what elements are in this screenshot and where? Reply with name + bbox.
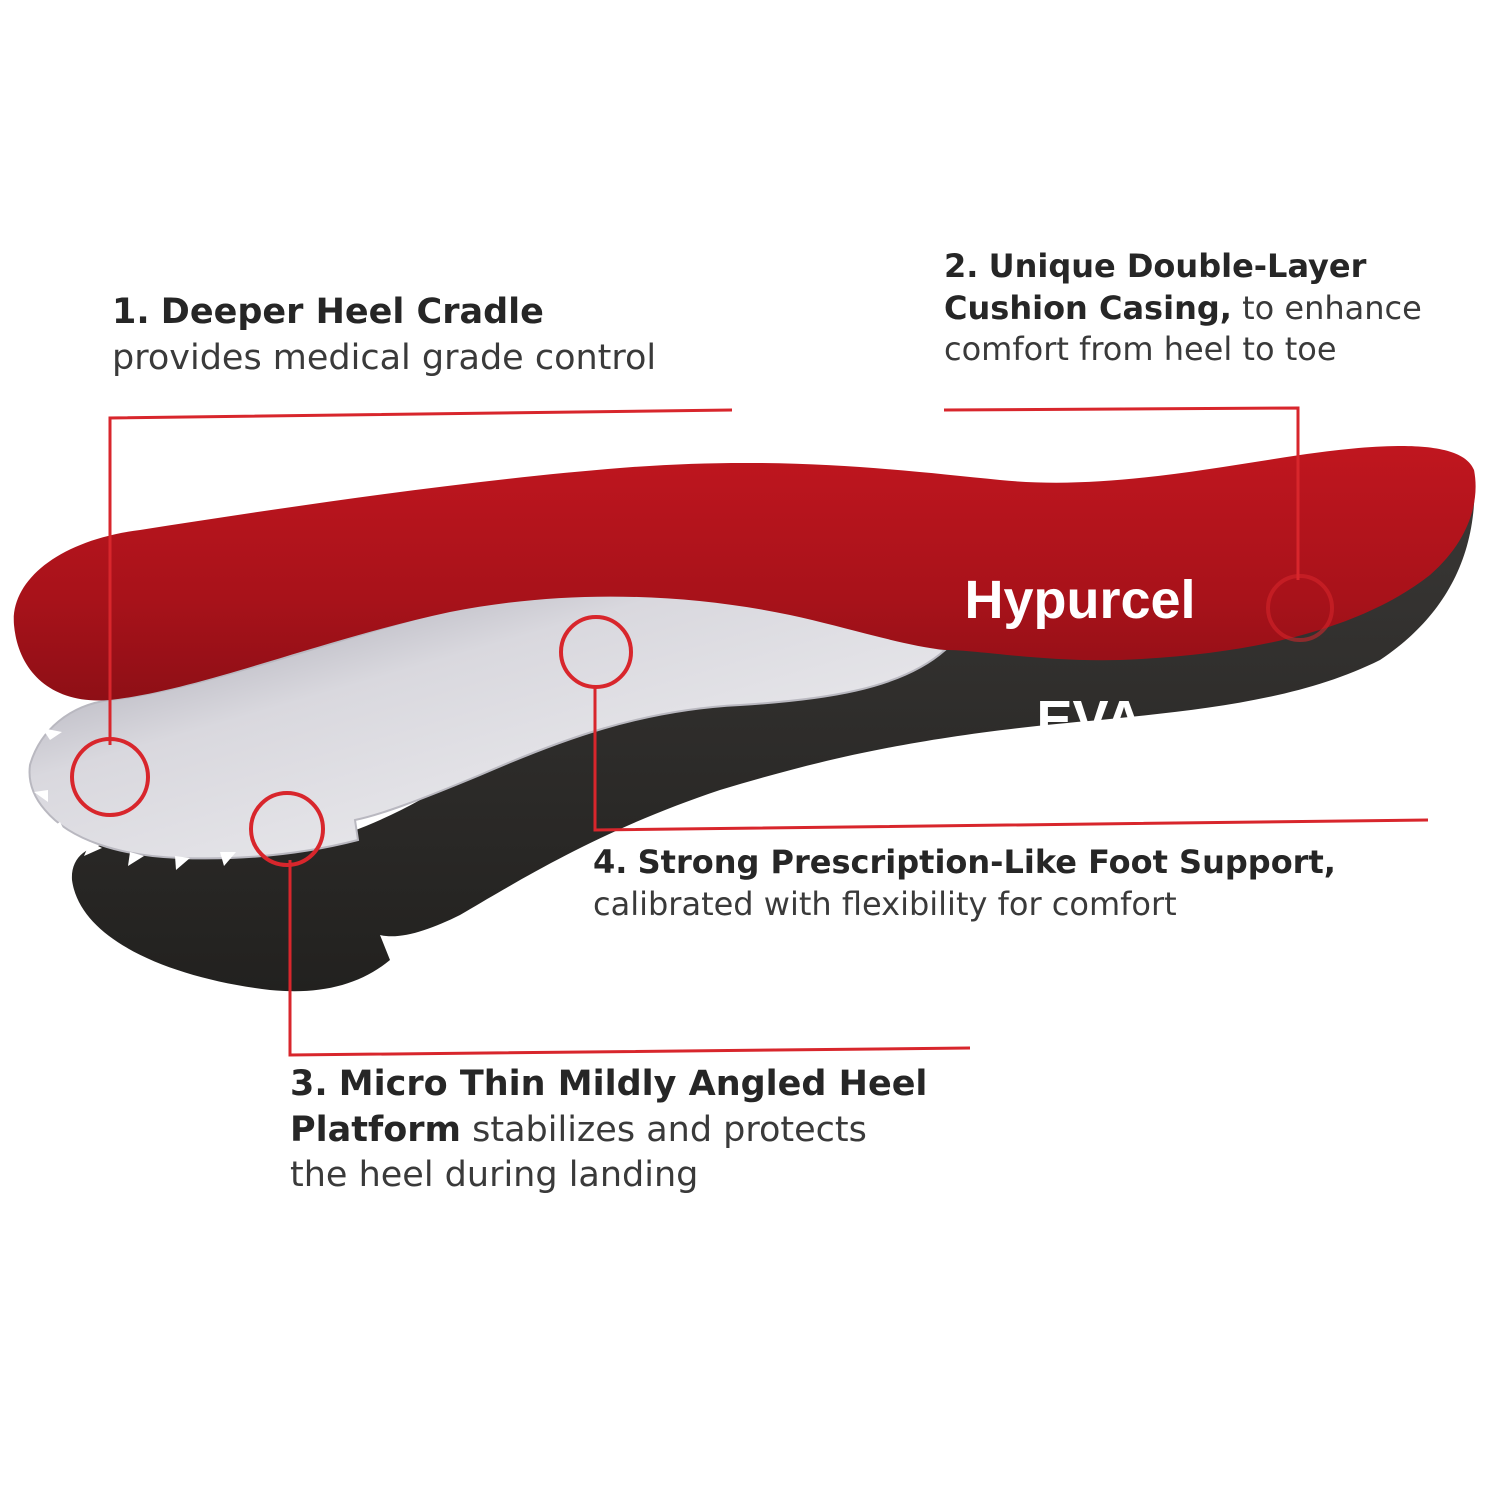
leader-lines bbox=[108, 406, 1429, 1057]
callout-circle-3 bbox=[249, 791, 325, 867]
callout-1-number: 1. bbox=[112, 292, 150, 332]
callout-1-text: provides medical grade control bbox=[112, 337, 657, 378]
callout-3-number: 3. bbox=[290, 1064, 328, 1104]
callout-2-text-line2: to enhance bbox=[1231, 288, 1422, 327]
heel-shell-layer bbox=[28, 593, 948, 860]
callout-3-title-line1: Micro Thin Mildly Angled Heel bbox=[338, 1064, 928, 1104]
leader-line-3 bbox=[288, 860, 971, 1057]
callout-3-text-line3: the heel during landing bbox=[290, 1155, 699, 1195]
callout-3-title-line2: Platform bbox=[290, 1109, 462, 1150]
callout-foot-support: 4. Strong Prescription-Like Foot Support… bbox=[593, 842, 1336, 925]
callout-2-number: 2. bbox=[944, 247, 979, 285]
callout-4-text: calibrated with flexibility for comfort bbox=[593, 884, 1177, 923]
hypurcel-label: Hypurcel bbox=[964, 570, 1195, 630]
eva-label: EVA bbox=[1036, 690, 1143, 750]
callout-heel-platform: 3. Micro Thin Mildly Angled Heel Platfor… bbox=[290, 1062, 927, 1199]
leader-line-2 bbox=[943, 406, 1300, 580]
callout-2-title-line1: Unique Double-Layer bbox=[988, 247, 1367, 285]
leader-line-1 bbox=[108, 408, 733, 745]
callout-circles bbox=[70, 574, 1334, 867]
hypurcel-top-layer bbox=[13, 445, 1476, 701]
callout-4-number: 4. bbox=[593, 843, 628, 881]
leader-line-4 bbox=[593, 685, 1429, 832]
callout-circle-4 bbox=[559, 615, 633, 689]
callout-3-text-line2: stabilizes and protects bbox=[461, 1109, 867, 1150]
callout-4-title: Strong Prescription-Like Foot Support, bbox=[637, 843, 1336, 881]
callout-circle-1 bbox=[70, 737, 150, 817]
callout-2-text-line3: comfort from heel to toe bbox=[944, 330, 1337, 369]
callout-cushion-casing: 2. Unique Double-Layer Cushion Casing, t… bbox=[944, 246, 1422, 371]
callout-2-title-line2: Cushion Casing, bbox=[944, 288, 1232, 327]
callout-1-title: Deeper Heel Cradle bbox=[160, 292, 544, 332]
callout-circle-2 bbox=[1266, 574, 1334, 642]
callout-heel-cradle: 1. Deeper Heel Cradle provides medical g… bbox=[112, 290, 656, 381]
